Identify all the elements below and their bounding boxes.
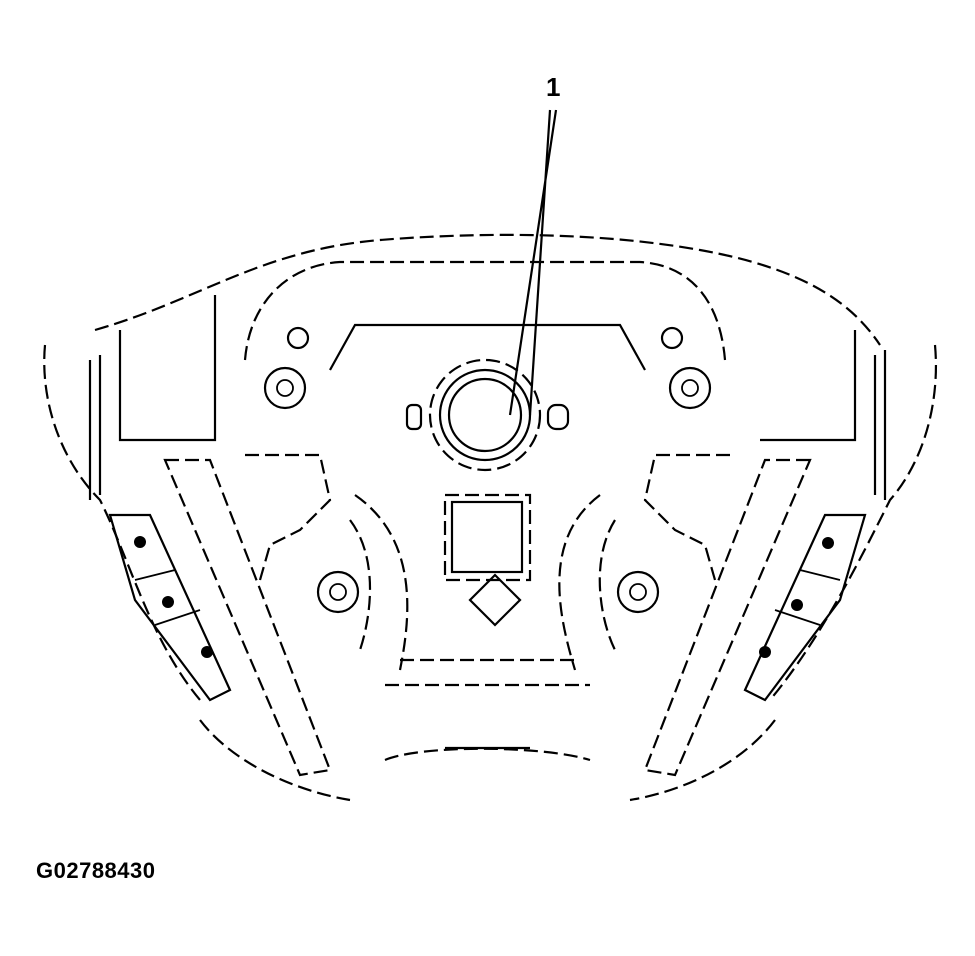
right-clip bbox=[660, 326, 684, 350]
lower-center-frame bbox=[385, 658, 590, 687]
left-switch-housing bbox=[108, 513, 232, 702]
wheel-top-contour bbox=[94, 233, 881, 346]
right-upper-boss-hole bbox=[681, 379, 699, 397]
right-inner-panel bbox=[643, 453, 730, 581]
right-spoke bbox=[558, 494, 616, 671]
right-lower-boss bbox=[616, 570, 660, 614]
connector-plug bbox=[468, 573, 522, 627]
callout-1-label: 1 bbox=[546, 72, 561, 102]
left-lower-boss-hole bbox=[329, 583, 347, 601]
left-upper-boss-hole bbox=[276, 379, 294, 397]
right-outer-rim bbox=[769, 344, 938, 701]
left-outer-rim bbox=[43, 344, 201, 701]
center-connector-housing bbox=[443, 493, 532, 582]
left-lower-boss bbox=[316, 570, 360, 614]
upper-housing bbox=[243, 260, 727, 361]
figure-id-label: G02788430 bbox=[36, 858, 156, 883]
right-column bbox=[760, 330, 887, 500]
hub-outer-ring bbox=[428, 358, 542, 472]
left-switch-button-2 bbox=[162, 596, 174, 608]
hub-inner-ring bbox=[447, 377, 523, 453]
hub-left-tab bbox=[405, 403, 423, 431]
upper-plate bbox=[329, 323, 646, 371]
left-clip bbox=[286, 326, 310, 350]
left-switch-dividers bbox=[134, 569, 201, 626]
right-switch-button-2 bbox=[791, 599, 803, 611]
center-connector bbox=[450, 500, 524, 574]
right-switch-button-1 bbox=[822, 537, 834, 549]
right-lower-boss-hole bbox=[629, 583, 647, 601]
hub-right-tab bbox=[546, 403, 570, 431]
callout-1-leader bbox=[508, 109, 558, 416]
right-switch-dividers bbox=[774, 569, 841, 626]
right-switch-bracket bbox=[643, 458, 812, 777]
right-switch-button-3 bbox=[759, 646, 771, 658]
left-column bbox=[88, 295, 217, 500]
left-upper-boss bbox=[263, 366, 307, 410]
left-spoke bbox=[349, 494, 409, 671]
left-switch-bracket bbox=[163, 458, 332, 777]
left-inner-panel bbox=[245, 453, 332, 581]
left-switch-button-1 bbox=[134, 536, 146, 548]
right-upper-boss bbox=[668, 366, 712, 410]
hub-middle-ring bbox=[438, 368, 532, 462]
left-switch-button-3 bbox=[201, 646, 213, 658]
right-switch-housing bbox=[743, 513, 867, 702]
lower-rim bbox=[199, 719, 776, 802]
